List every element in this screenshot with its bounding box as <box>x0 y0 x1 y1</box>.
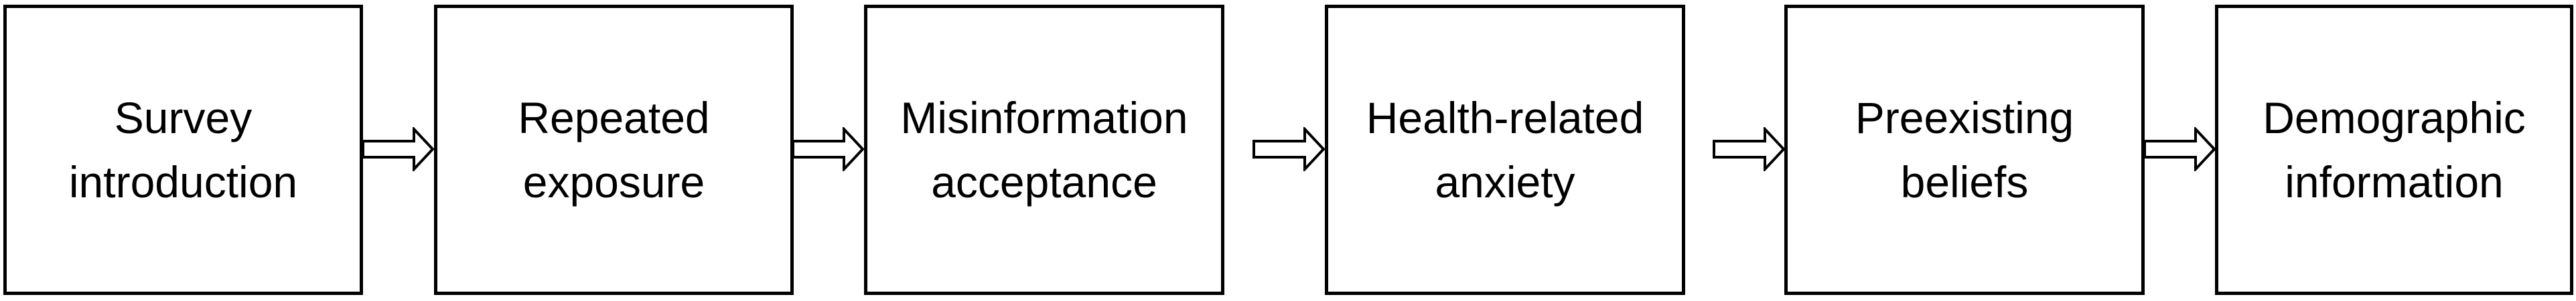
stage-label: Health-related anxiety <box>1353 86 1658 214</box>
stage-label-line: Repeated <box>518 93 710 142</box>
flow-arrow-icon <box>1253 127 1326 171</box>
stage-label-line: Survey <box>114 93 253 142</box>
stage-label: Preexisting beliefs <box>1842 86 2088 214</box>
flow-arrow-icon <box>792 127 865 171</box>
stage-box-repeated-exposure: Repeated exposure <box>434 5 794 295</box>
stage-label-line: Misinformation <box>900 93 1188 142</box>
stage-box-survey-introduction: Survey introduction <box>3 5 363 295</box>
stage-label-line: information <box>2285 157 2504 207</box>
stage-label-line: acceptance <box>931 157 1157 207</box>
stage-label-line: introduction <box>68 157 298 207</box>
flow-arrow-icon <box>362 127 435 171</box>
stage-label: Repeated exposure <box>504 86 723 214</box>
flow-arrow-icon <box>2143 127 2216 171</box>
stage-label: Survey introduction <box>56 86 311 214</box>
stage-label-line: Demographic <box>2263 93 2526 142</box>
stage-box-misinformation-acceptance: Misinformation acceptance <box>864 5 1224 295</box>
stage-label: Misinformation acceptance <box>887 86 1201 214</box>
stage-label: Demographic information <box>2249 86 2539 214</box>
stage-label-line: anxiety <box>1435 157 1575 207</box>
stage-box-health-related-anxiety: Health-related anxiety <box>1325 5 1685 295</box>
stage-label-line: exposure <box>522 157 705 207</box>
stage-box-preexisting-beliefs: Preexisting beliefs <box>1784 5 2145 295</box>
stage-box-demographic-information: Demographic information <box>2215 5 2573 295</box>
stage-label-line: Health-related <box>1366 93 1644 142</box>
flow-arrow-icon <box>1713 127 1786 171</box>
stage-label-line: beliefs <box>1900 157 2029 207</box>
stage-label-line: Preexisting <box>1855 93 2074 142</box>
